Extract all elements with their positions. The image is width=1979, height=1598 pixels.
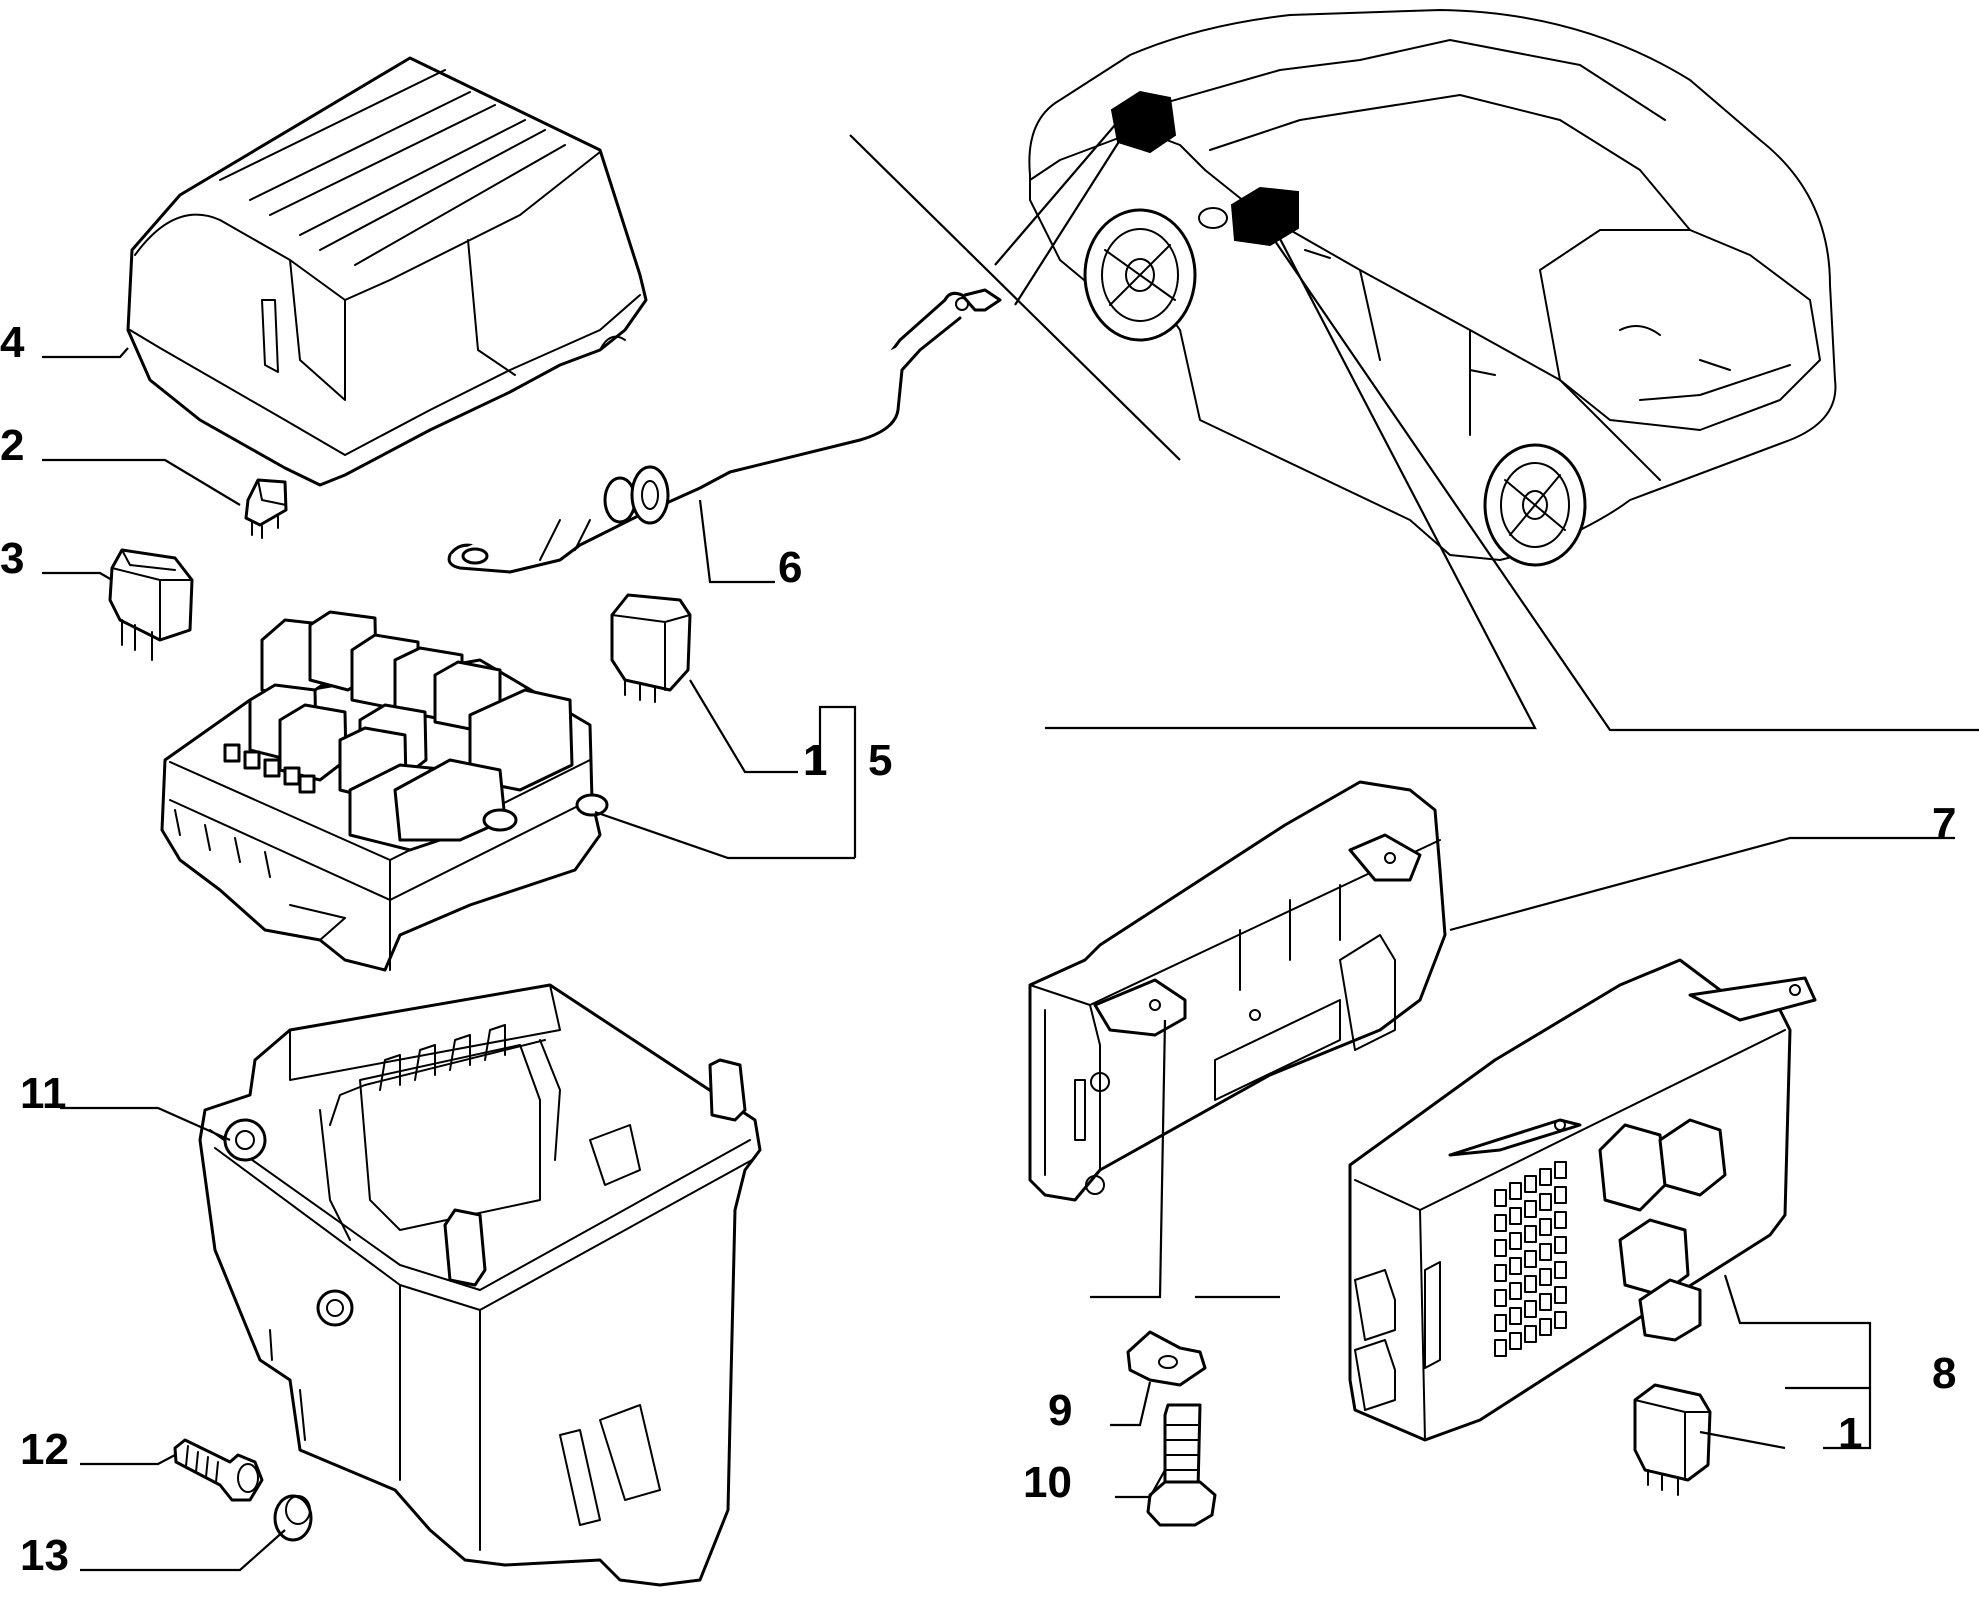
part-fuse	[244, 478, 288, 539]
part-maxi-fuse	[108, 548, 194, 661]
callout-6: 6	[778, 543, 802, 592]
part-cap	[273, 1494, 313, 1542]
callout-13: 13	[20, 1531, 69, 1580]
part-relay-lower	[1633, 1383, 1712, 1496]
callout-10: 10	[1023, 1458, 1072, 1507]
vehicle-outline	[1028, 9, 1837, 567]
callout-4: 4	[0, 318, 25, 367]
part-clip-nut	[1126, 1330, 1207, 1387]
callout-1-lower: 1	[1838, 1409, 1862, 1458]
callout-12: 12	[20, 1425, 69, 1474]
callout-8: 8	[1932, 1349, 1956, 1398]
part-bolt	[1146, 1403, 1217, 1527]
part-relay-upper	[610, 593, 692, 703]
part-ground-cable	[447, 288, 1002, 574]
part-fuse-box-cover	[126, 56, 648, 487]
callout-1-upper: 1	[803, 736, 827, 785]
part-screw	[173, 1438, 264, 1502]
callout-5: 5	[868, 736, 892, 785]
callout-3: 3	[0, 534, 24, 583]
leader-lines	[42, 124, 1979, 1572]
callout-11: 11	[20, 1069, 67, 1118]
callout-labels: 4 2 3 6 1 5 7 11 9 10 8 1 12 13	[0, 318, 1956, 1580]
part-fuse-box-base	[198, 983, 762, 1587]
part-body-computer	[1028, 780, 1447, 1202]
callout-2: 2	[0, 421, 24, 470]
callout-9: 9	[1048, 1386, 1072, 1435]
part-junction-unit	[1348, 958, 1817, 1442]
part-relay-fuse-box	[160, 610, 609, 972]
callout-7: 7	[1932, 799, 1956, 848]
